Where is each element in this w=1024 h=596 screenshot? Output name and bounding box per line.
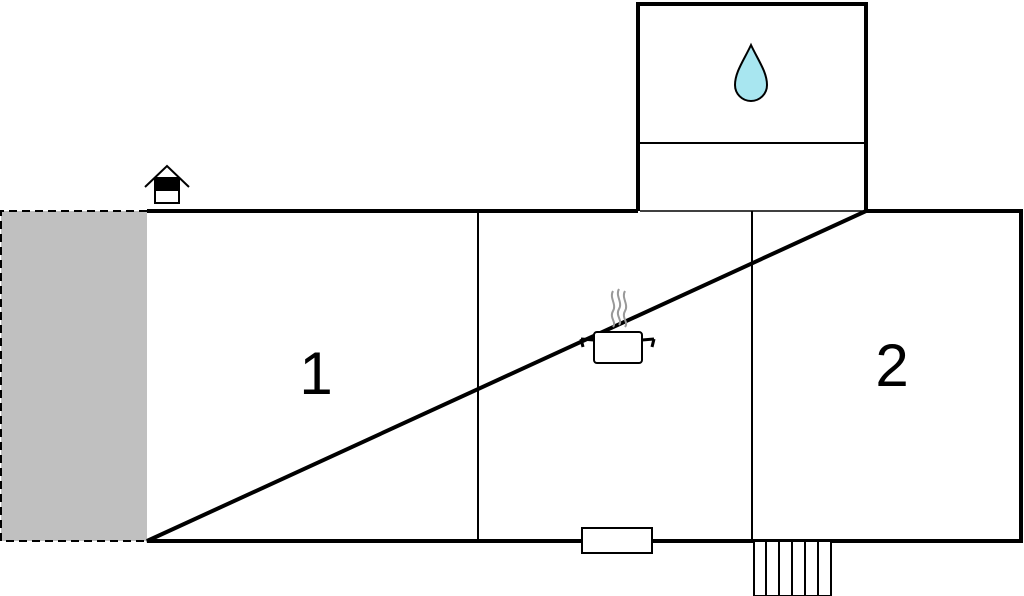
stairs — [753, 540, 832, 596]
room-label-1: 1 — [299, 340, 332, 407]
room-label-2: 2 — [875, 332, 908, 399]
water-drop-icon — [733, 42, 769, 102]
house-entrance-icon — [144, 164, 190, 204]
cooking-pot-icon — [579, 288, 656, 364]
window — [581, 527, 653, 554]
main-building — [146, 209, 1023, 543]
bathroom — [636, 2, 868, 212]
terrace-area — [0, 210, 147, 542]
